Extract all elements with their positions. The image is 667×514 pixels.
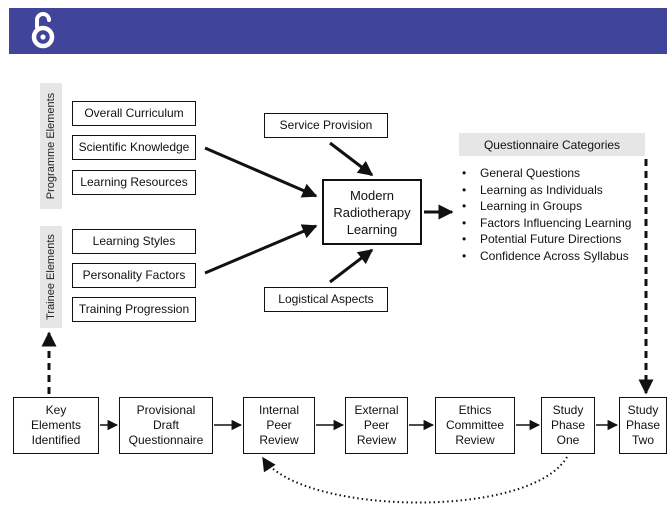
- category-item: •Learning as Individuals: [462, 182, 603, 197]
- category-item: •Factors Influencing Learning: [462, 215, 632, 230]
- dotted-feedback-arrow: [262, 456, 568, 504]
- arrow-service-to-central: [329, 141, 374, 177]
- arrow-logistical-to-central: [329, 248, 374, 284]
- category-item: •Learning in Groups: [462, 199, 583, 213]
- category-item: •General Questions: [462, 166, 581, 180]
- arrow-scientific-to-central: [204, 146, 318, 198]
- overall-curriculum-box: Overall Curriculum: [72, 101, 196, 126]
- logistical-aspects-box: Logistical Aspects: [264, 287, 388, 312]
- training-progression-box: Training Progression: [72, 297, 196, 322]
- modern-radiotherapy-learning-box: Modern Radiotherapy Learning: [322, 179, 422, 245]
- questionnaire-categories-header: Questionnaire Categories: [459, 133, 645, 156]
- open-access-icon: [31, 12, 55, 49]
- category-item: •Potential Future Directions: [462, 232, 622, 246]
- trainee-elements-label: Trainee Elements: [40, 226, 62, 328]
- learning-styles-box: Learning Styles: [72, 229, 196, 254]
- programme-elements-label: Programme Elements: [40, 83, 62, 209]
- personality-factors-box: Personality Factors: [72, 263, 196, 288]
- scientific-knowledge-box: Scientific Knowledge: [72, 135, 196, 160]
- category-item: •Confidence Across Syllabus: [462, 248, 629, 263]
- learning-resources-box: Learning Resources: [72, 170, 196, 195]
- service-provision-box: Service Provision: [264, 113, 388, 138]
- questionnaire-category-list: •General Questions •Learning as Individu…: [462, 165, 631, 264]
- arrow-personality-to-central: [204, 224, 318, 275]
- header-banner: [9, 8, 667, 54]
